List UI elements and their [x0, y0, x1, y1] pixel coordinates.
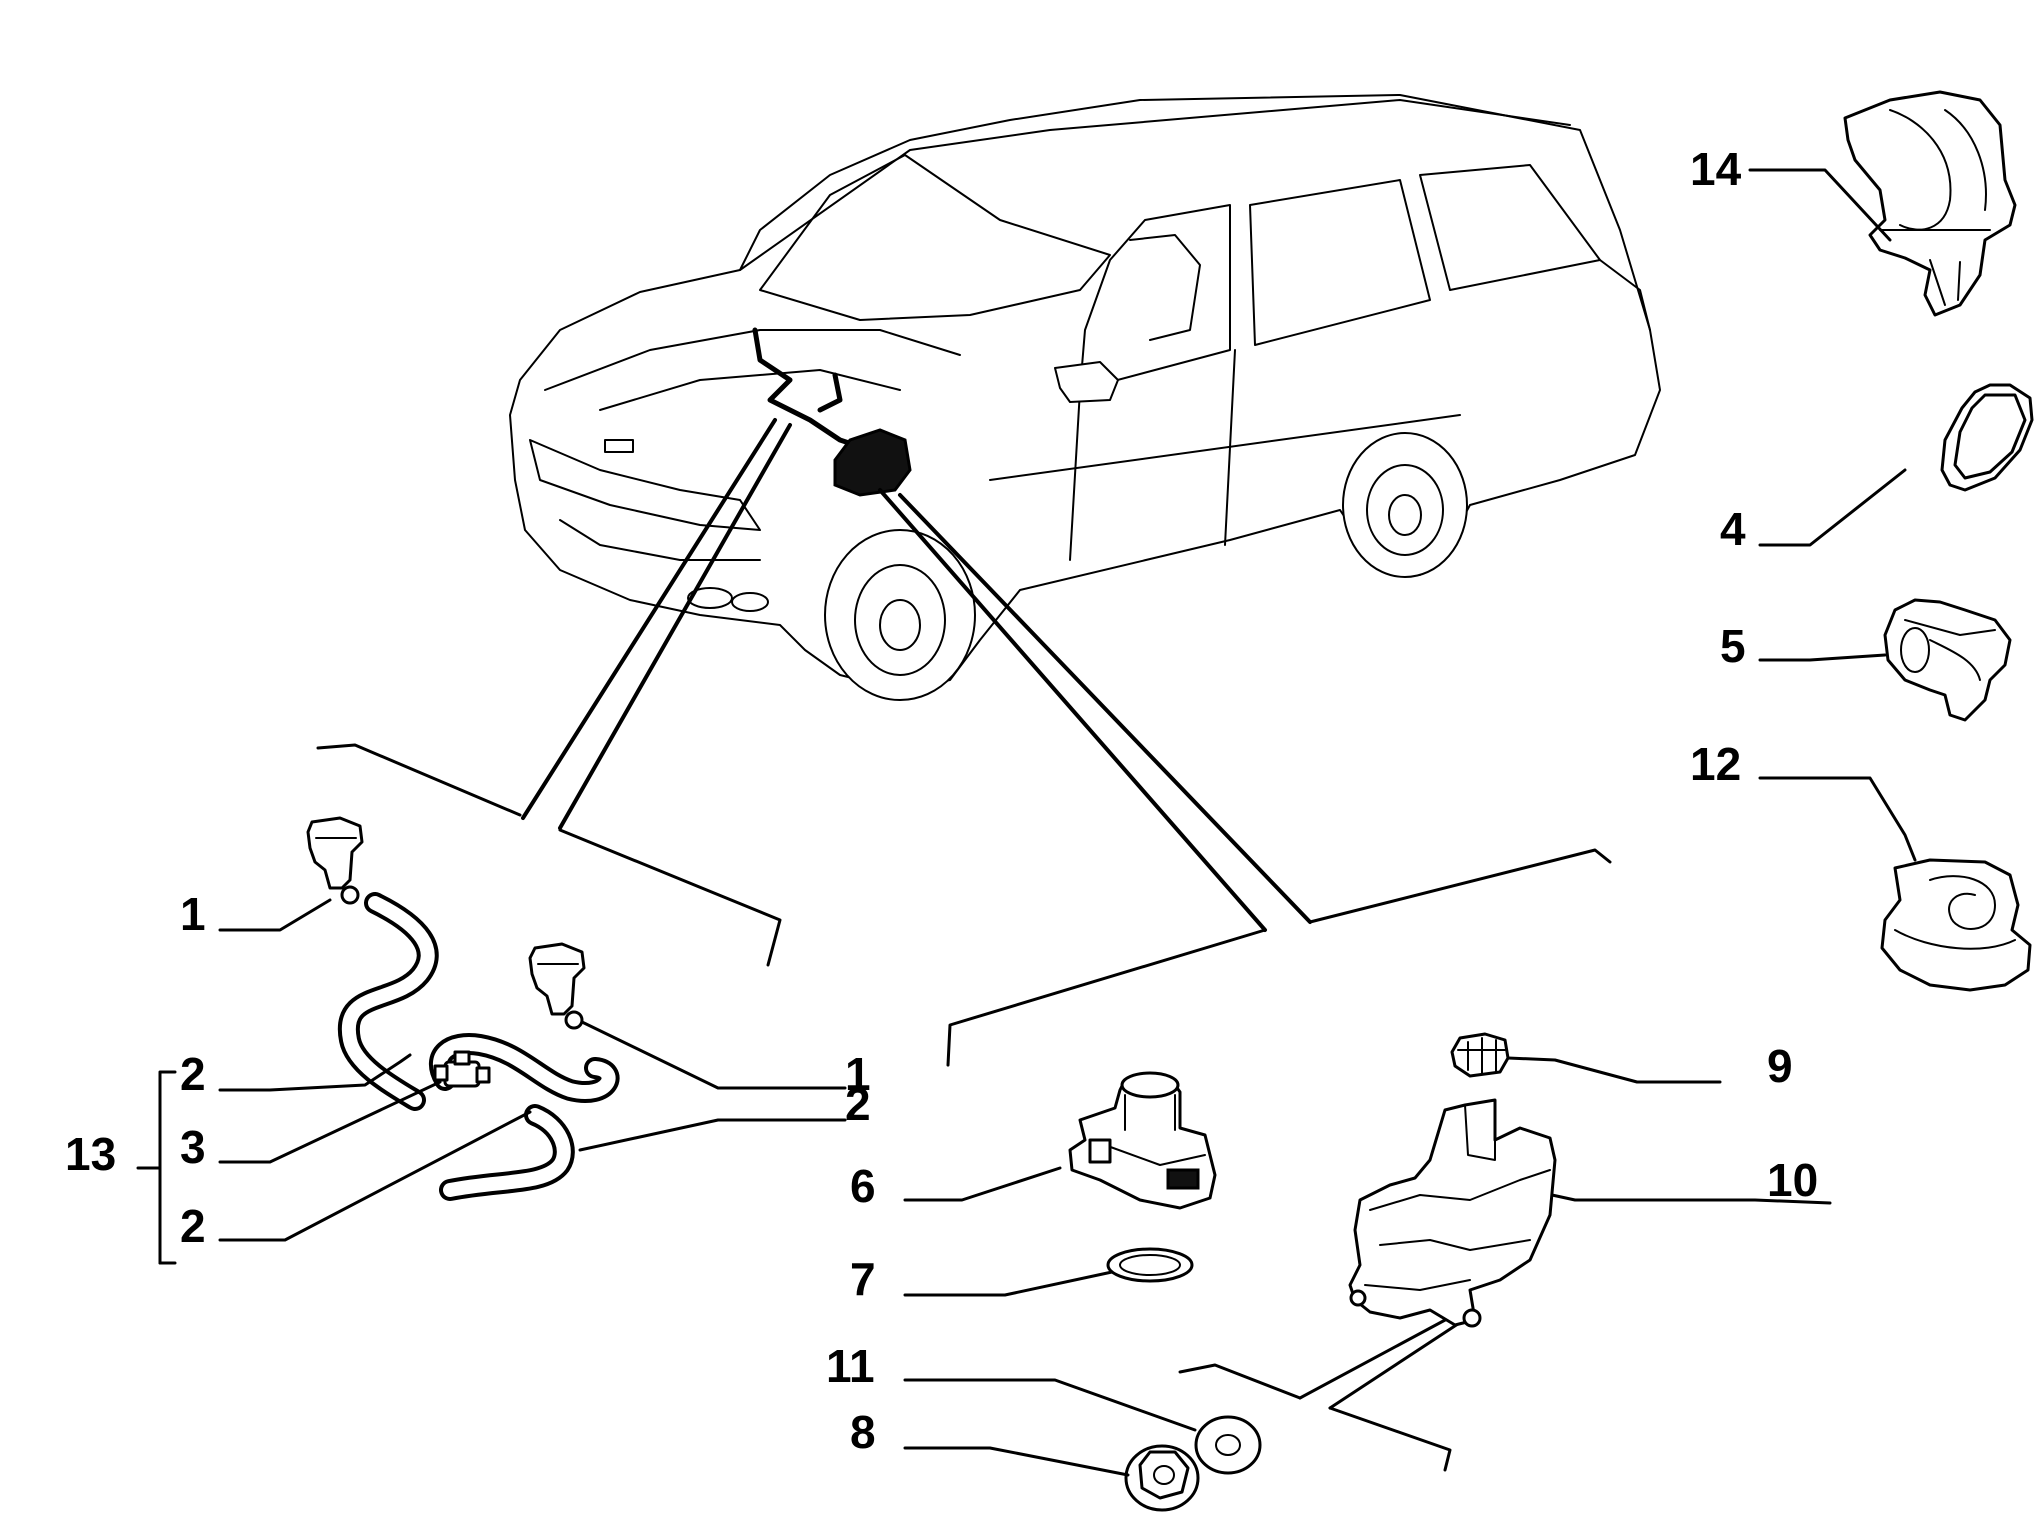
part-6-washer-pump	[1068, 1071, 1217, 1210]
label-part-12: 12	[1690, 738, 1741, 790]
part-5-retaining-clip	[1883, 598, 2012, 722]
label-part-10: 10	[1767, 1154, 1818, 1206]
part-1-washer-nozzle-b	[528, 942, 586, 1030]
part-3-t-connector	[433, 1050, 491, 1088]
part-14-fastening-clip	[1843, 90, 2017, 317]
nut-group-bracket	[1178, 1310, 1472, 1472]
label-part-11: 11	[826, 1340, 875, 1392]
part-2-washer-hose-c	[439, 1104, 575, 1201]
label-part-2-right: 2	[845, 1078, 871, 1130]
label-part-1-right: 1	[845, 1048, 871, 1100]
part-8-flange-nut	[1124, 1444, 1200, 1512]
label-part-14: 14	[1690, 143, 1742, 195]
part-4-oval-grommet	[1940, 383, 2034, 492]
label-part-9: 9	[1767, 1040, 1793, 1092]
part-11-flat-washer	[1194, 1415, 1262, 1475]
label-part-4: 4	[1720, 503, 1746, 555]
part-2-washer-hose-b	[429, 1033, 620, 1103]
label-part-8: 8	[850, 1406, 876, 1458]
left-group-bracket	[316, 743, 782, 967]
part-2-washer-hose-a	[337, 892, 439, 1111]
label-part-3: 3	[180, 1121, 206, 1173]
station-wagon-car-illustration	[509, 94, 1661, 701]
part-9-reservoir-cap	[1450, 1032, 1510, 1078]
label-part-2-upper: 2	[180, 1048, 206, 1100]
label-part-2-lower: 2	[180, 1200, 206, 1252]
callout-leader-lines	[136, 168, 1917, 1477]
center-group-bracket	[946, 848, 1612, 1067]
label-part-1-left: 1	[180, 888, 206, 940]
label-part-6: 6	[850, 1160, 876, 1212]
part-10-washer-reservoir	[1348, 1098, 1557, 1328]
car-to-group-leader-lines	[521, 418, 1312, 932]
part-number-labels: 1 1 2 2 2 3 13 4 5 6 7 8 9 10 11 12 14	[65, 143, 1818, 1458]
label-part-5: 5	[1720, 620, 1746, 672]
label-part-7: 7	[850, 1253, 876, 1305]
label-part-13: 13	[65, 1128, 116, 1180]
part-12-hose-clip	[1880, 858, 2032, 992]
part-1-washer-nozzle-a	[306, 816, 364, 905]
part-7-seal-ring	[1106, 1247, 1194, 1283]
